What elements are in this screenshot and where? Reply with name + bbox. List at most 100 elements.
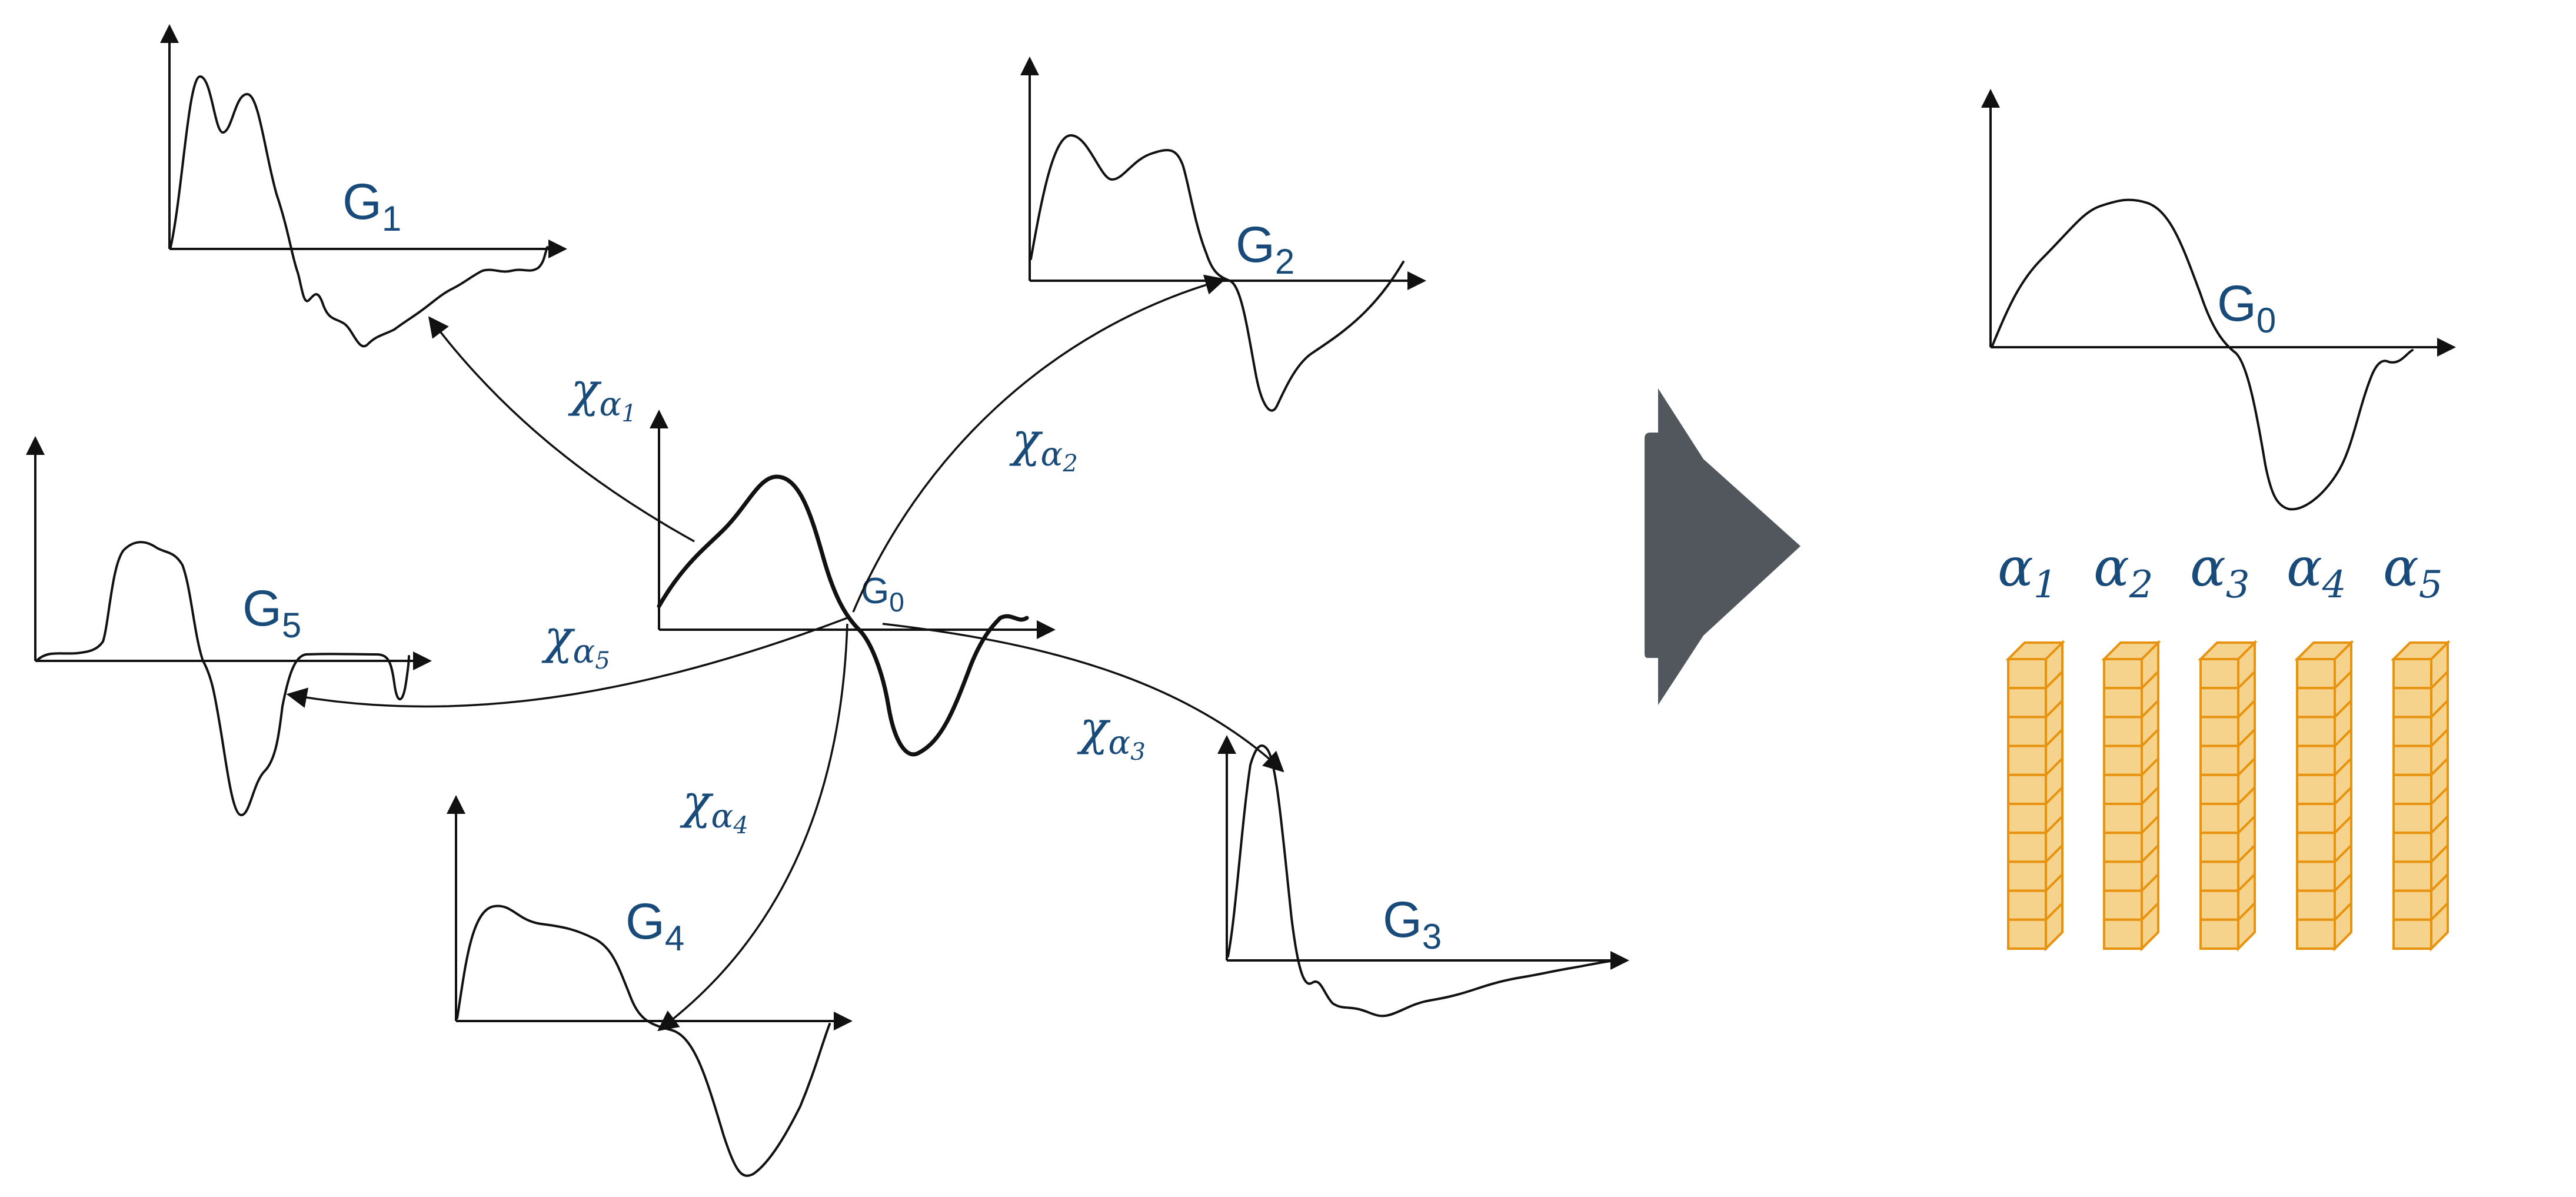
column-cell-edge <box>2430 729 2449 747</box>
column-cell <box>2199 889 2239 921</box>
parameter-column-5 <box>2391 640 2451 952</box>
column-cell <box>2007 744 2047 776</box>
column-cell <box>2103 832 2143 863</box>
chi-label-5: χα5 <box>541 610 610 674</box>
g5-label: G5 <box>242 580 301 645</box>
plot-g0-right: G0 <box>1981 89 2456 511</box>
alpha-label-3: α3 <box>2190 537 2250 607</box>
column-cell <box>2296 773 2336 806</box>
column-cell-edge <box>2237 729 2256 747</box>
column-cell <box>2103 803 2143 834</box>
column-cell <box>2199 773 2239 806</box>
column-cell-edge <box>2045 786 2064 805</box>
column-cell <box>2007 860 2047 892</box>
column-cell-edge <box>2141 757 2159 776</box>
column-cell <box>2103 744 2143 776</box>
column-cell-edge <box>2430 699 2449 718</box>
column-cell-edge <box>2430 844 2449 863</box>
arrow-chi-4 <box>657 623 848 1032</box>
g0-center-label: G0 <box>861 571 904 617</box>
column-cell <box>2007 918 2047 950</box>
g5-curve <box>35 541 410 816</box>
chi-label-3: χα3 <box>1077 701 1146 766</box>
column-cell-edge <box>2141 699 2159 718</box>
column-cell <box>2392 744 2432 776</box>
column-cell-edge <box>2045 815 2064 834</box>
parameter-column-2 <box>2101 640 2161 952</box>
parameter-column-3 <box>2198 640 2258 952</box>
g0-right-curve <box>1991 198 2414 511</box>
column-cell-edge <box>2334 873 2352 892</box>
column-cell <box>2103 889 2143 921</box>
column-cell <box>2199 716 2239 747</box>
column-cell-edge <box>2141 729 2159 747</box>
column-cell <box>2392 687 2432 719</box>
column-cell <box>2007 716 2047 747</box>
column-cell-edge <box>2141 873 2159 892</box>
arrow-chi-2 <box>852 274 1226 613</box>
column-cell <box>2296 658 2336 690</box>
column-cell-edge <box>2430 757 2449 776</box>
column-cell <box>2007 773 2047 806</box>
column-cell-edge <box>2334 729 2352 747</box>
g1-curve <box>169 75 548 348</box>
column-cell-edge <box>2334 902 2352 921</box>
column-cell <box>2199 832 2239 863</box>
column-cell-edge <box>2237 670 2256 689</box>
column-cell-edge <box>2334 786 2352 805</box>
column-cell-edge <box>2141 844 2159 863</box>
column-cell <box>2392 773 2432 806</box>
transition-arrow-icon <box>1645 388 1800 705</box>
column-cell <box>2296 860 2336 892</box>
column-cell <box>2103 918 2143 950</box>
column-cell-edge <box>2045 729 2064 747</box>
column-cell <box>2199 803 2239 834</box>
chi-label-4: χα4 <box>680 774 748 839</box>
g2-curve <box>1030 134 1405 412</box>
column-cell <box>2296 832 2336 863</box>
column-cell-edge <box>2430 786 2449 805</box>
column-cell-edge <box>2045 902 2064 921</box>
column-cell <box>2199 687 2239 719</box>
alpha-label-2: α2 <box>2094 537 2154 607</box>
g3-label: G3 <box>1383 892 1442 956</box>
column-cell <box>2392 918 2432 950</box>
plot-g2: G2 <box>1020 56 1426 412</box>
column-cell-edge <box>2237 757 2256 776</box>
g3-curve <box>1227 744 1616 1018</box>
column-cell <box>2007 803 2047 834</box>
column-cell <box>2392 716 2432 747</box>
column-cell-edge <box>2141 902 2159 921</box>
plot-g5: G5 <box>26 436 432 816</box>
column-cell-edge <box>2045 699 2064 718</box>
alpha-label-1: α1 <box>1998 537 2058 607</box>
column-cell-edge <box>2334 815 2352 834</box>
column-cell <box>2103 773 2143 806</box>
column-cell-edge <box>2237 699 2256 718</box>
alpha-label-5: α5 <box>2383 537 2443 607</box>
column-cell <box>2007 889 2047 921</box>
g0-center-curve <box>657 474 1029 757</box>
column-cell-edge <box>2045 757 2064 776</box>
chi-label-2: χα2 <box>1009 413 1078 477</box>
column-cell <box>2392 889 2432 921</box>
plot-g1: G1 <box>160 24 567 348</box>
column-cell <box>2007 658 2047 690</box>
arrow-chi-5 <box>286 617 848 708</box>
column-cell-edge <box>2334 699 2352 718</box>
column-cell <box>2296 716 2336 747</box>
column-cell-edge <box>2141 786 2159 805</box>
column-cell-edge <box>2237 902 2256 921</box>
column-cell <box>2392 860 2432 892</box>
column-cell <box>2199 918 2239 950</box>
alpha-labels: α1 α2 α3 α4 α5 <box>1998 537 2443 607</box>
column-cell-edge <box>2141 815 2159 834</box>
plot-g3: G3 <box>1217 735 1629 1018</box>
arrow-chi-3 <box>882 623 1284 773</box>
column-cell <box>2199 658 2239 690</box>
chi-label-1: χα1 <box>568 363 637 427</box>
column-cell <box>2392 803 2432 834</box>
parameter-column-4 <box>2294 640 2354 952</box>
g2-label: G2 <box>1236 217 1294 281</box>
